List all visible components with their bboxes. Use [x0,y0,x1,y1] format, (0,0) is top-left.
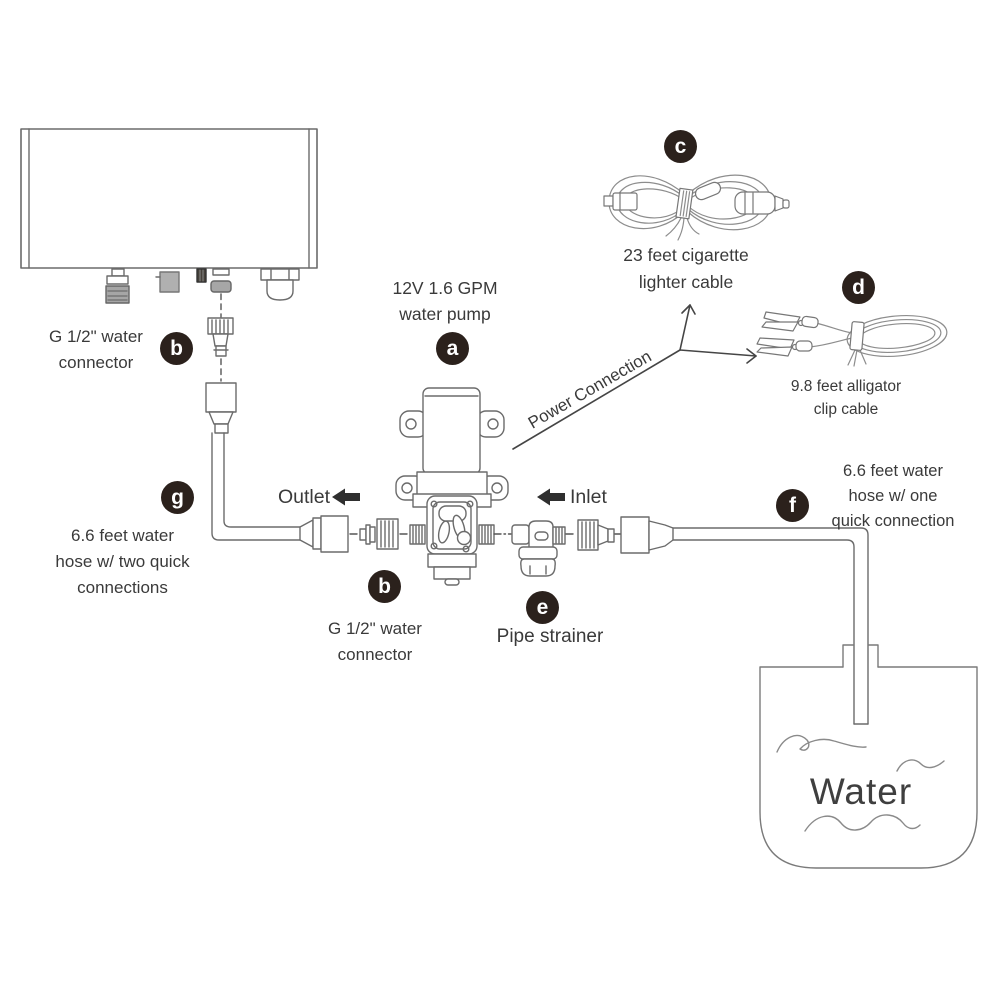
water-tank-drawing [759,644,978,869]
label-line: G 1/2" water [49,327,143,346]
outlet-arrow-icon [332,488,360,506]
hose-two-quick-drawing [205,382,411,553]
label-line: connections [77,578,168,597]
label-line: 9.8 feet alligator [790,378,902,395]
label-line: G 1/2" water [328,619,422,638]
label-line: clip cable [813,401,879,418]
water-heater-drawing [20,128,318,318]
label-line: 23 feet cigarette [623,245,749,265]
label-water: Water [809,771,913,812]
badge-b-bottom: b [368,570,401,603]
label-connector-top: G 1/2" water connector [10,324,182,376]
badge-d: d [842,271,875,304]
water-pump-drawing [395,387,512,586]
label-line: 6.6 feet water [70,526,174,545]
label-pipe-strainer: Pipe strainer [496,626,604,647]
cigarette-cable-drawing [603,174,790,241]
badge-f: f [776,489,809,522]
label-line: 6.6 feet water [843,462,943,480]
connector-b-top-drawing [207,317,234,382]
badge-c: c [664,130,697,163]
label-hose-one-quick: 6.6 feet water hose w/ one quick connect… [792,459,994,534]
label-line: connector [58,353,134,372]
label-line: hose w/ one [848,487,938,505]
label-alligator-cable: 9.8 feet alligator clip cable [758,375,934,421]
inlet-arrow-icon [537,488,565,506]
badge-e: e [526,591,559,624]
label-hose-two-quick: 6.6 feet water hose w/ two quick connect… [20,523,225,601]
badge-g: g [161,481,194,514]
label-connector-bottom: G 1/2" water connector [285,616,465,668]
label-inlet: Inlet [570,486,607,508]
label-line: water pump [399,304,491,324]
power-connection-lines [512,304,757,450]
label-water-pump: 12V 1.6 GPM water pump [355,275,535,327]
label-line: lighter cable [638,272,734,292]
label-cigarette-cable: 23 feet cigarette lighter cable [594,242,778,296]
hose-one-quick-drawing [620,516,869,725]
badge-b-top: b [160,332,193,365]
label-line: 12V 1.6 GPM [392,278,498,298]
pipe-strainer-drawing [511,520,577,577]
inlet-connector-drawing [577,519,622,551]
label-line: hose w/ two quick [55,552,190,571]
label-line: connector [337,645,413,664]
alligator-cable-drawing [756,311,948,367]
label-line: quick connection [831,512,955,530]
label-outlet: Outlet [277,486,330,508]
badge-a: a [436,332,469,365]
